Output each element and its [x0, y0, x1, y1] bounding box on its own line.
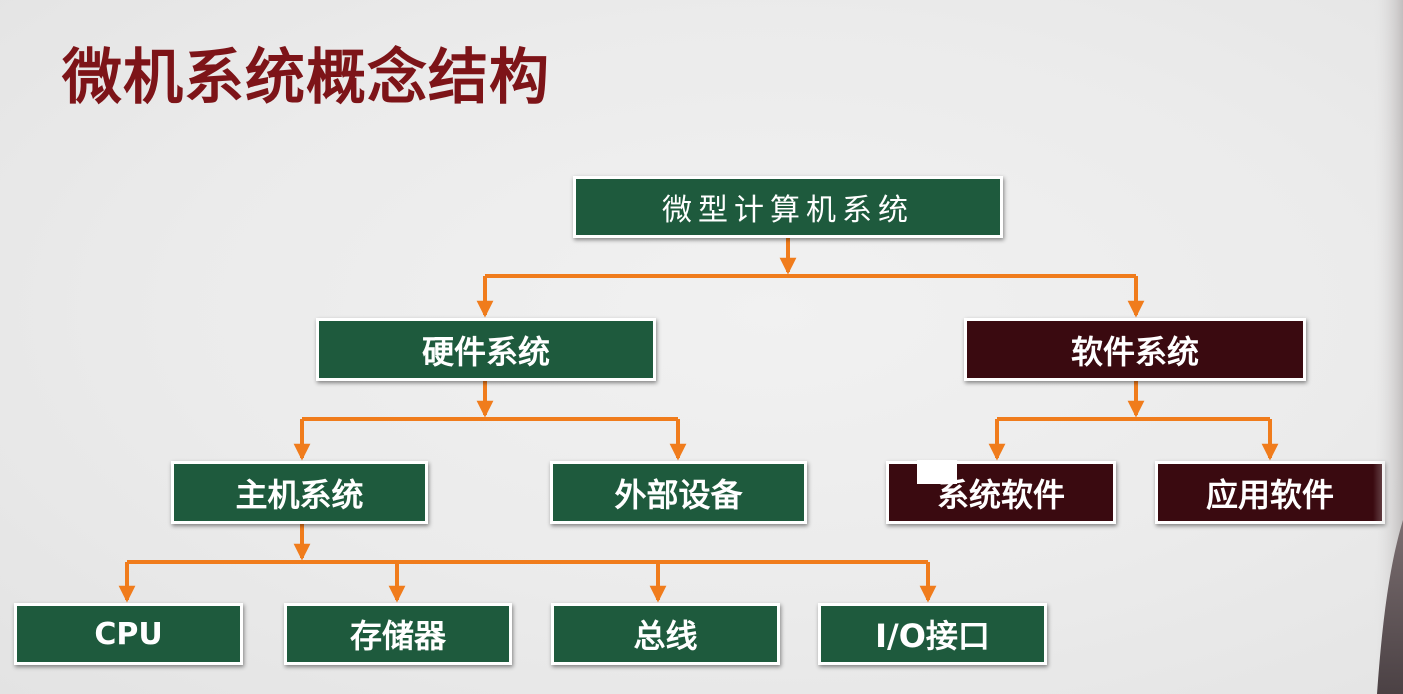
- node-peripherals: 外部设备: [550, 461, 807, 524]
- cursor-occlusion: [917, 460, 957, 484]
- presenter-edge-shadow: [1373, 0, 1403, 694]
- node-bus: 总线: [551, 603, 780, 665]
- node-root: 微型计算机系统: [573, 176, 1003, 238]
- node-application-software: 应用软件: [1155, 461, 1385, 524]
- node-memory: 存储器: [284, 603, 512, 665]
- slide-title: 微机系统概念结构: [62, 43, 550, 113]
- node-host: 主机系统: [171, 461, 428, 524]
- node-software: 软件系统: [964, 318, 1306, 381]
- node-io: I/O接口: [818, 603, 1047, 665]
- node-cpu: CPU: [14, 603, 243, 665]
- node-hardware: 硬件系统: [316, 318, 656, 381]
